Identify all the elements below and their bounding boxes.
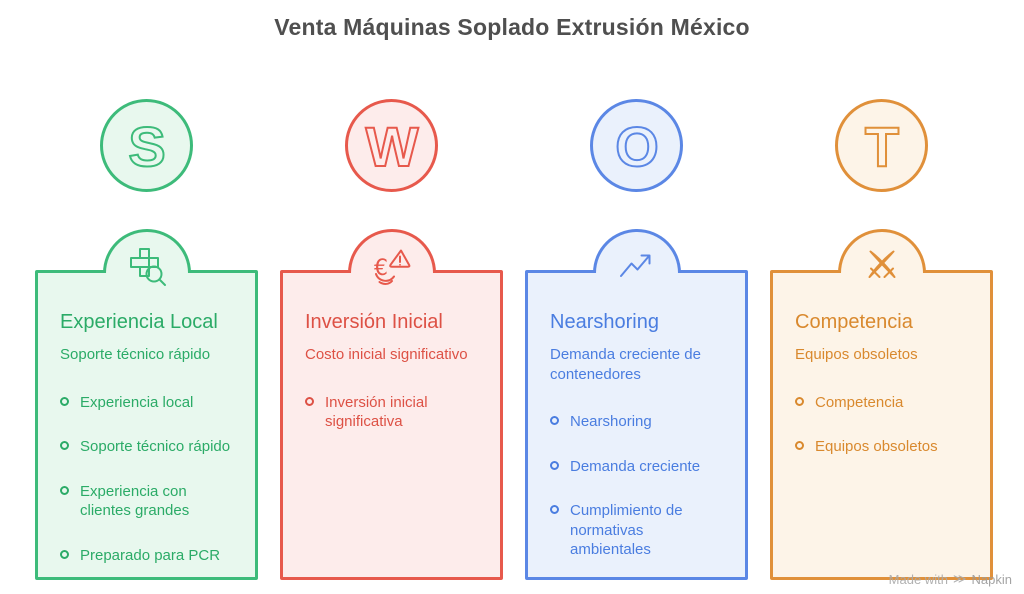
- card-title: Inversión Inicial: [305, 311, 443, 333]
- letter-badge-t: T: [835, 99, 928, 192]
- list-item-text: Cumplimiento de normativas ambientales: [570, 502, 683, 558]
- card-subtitle: Soporte técnico rápido: [60, 346, 211, 363]
- outlined-letter: T: [863, 114, 899, 179]
- card-bump: [592, 229, 681, 277]
- card-bullet-list: Nearshoring Demanda creciente Cumplimien…: [550, 412, 725, 560]
- grid-cross-search-icon: [129, 248, 166, 286]
- crossed-swords-icon: [868, 250, 895, 278]
- letter-badge-s: S: [100, 99, 193, 192]
- card-weaknesses: € Inversión Inicial Costo inicial signif…: [280, 229, 503, 580]
- list-item-text: Equipos obsoletos: [815, 438, 938, 455]
- list-item: Competencia: [795, 393, 970, 413]
- swot-column-opportunities: O Nearshoring Demanda creciente de conte…: [525, 99, 748, 580]
- list-item: Experiencia local: [60, 393, 235, 413]
- list-item: Soporte técnico rápido: [60, 437, 235, 457]
- card-title: Competencia: [795, 311, 913, 333]
- card-bullet-list: Experiencia local Soporte técnico rápido…: [60, 393, 235, 566]
- card-bump: [102, 229, 191, 286]
- card-title: Experiencia Local: [60, 311, 218, 333]
- svg-text:€: €: [374, 256, 388, 281]
- card-subtitle: Equipos obsoletos: [795, 346, 918, 363]
- list-item: Cumplimiento de normativas ambientales: [550, 501, 725, 560]
- list-item-text: Demanda creciente: [570, 457, 701, 475]
- bullet-ring-icon: [550, 416, 559, 425]
- bullet-ring-icon: [60, 441, 69, 450]
- card-bullet-list: Inversión inicial significativa: [305, 393, 480, 432]
- swot-column-weaknesses: W € Inversión Inicial Costo inicial sign…: [280, 99, 503, 580]
- bullet-ring-icon: [550, 505, 559, 514]
- letter-badge-w: W: [345, 99, 438, 192]
- list-item-text: Soporte técnico rápido: [80, 438, 231, 455]
- list-item-text: Inversión inicial significativa: [325, 393, 428, 431]
- list-item-text: Competencia: [815, 393, 904, 411]
- card-threats: Competencia Equipos obsoletos Competenci…: [770, 229, 993, 580]
- bullet-ring-icon: [60, 396, 69, 406]
- outlined-letter: O: [614, 114, 660, 179]
- list-item-text: Nearshoring: [570, 413, 652, 430]
- card-bullet-list: Competencia Equipos obsoletos: [795, 393, 970, 457]
- bullet-ring-icon: [795, 441, 804, 450]
- svg-text:W: W: [365, 115, 418, 178]
- letter-badge-o: O: [590, 99, 683, 192]
- list-item: Nearshoring: [550, 412, 725, 432]
- list-item: Equipos obsoletos: [795, 437, 970, 457]
- list-item-text: Preparado para PCR: [80, 546, 221, 564]
- bullet-ring-icon: [550, 460, 559, 470]
- card-bump: €: [347, 229, 436, 285]
- list-item: Experiencia con clientes grandes: [60, 482, 235, 521]
- watermark-brand: Napkin: [971, 571, 1012, 587]
- list-item-text: Experiencia con clientes grandes: [80, 482, 190, 520]
- card-subtitle: Costo inicial significativo: [305, 346, 468, 363]
- swot-columns: S Experiencia Local Soporte técnico rápi…: [35, 99, 993, 580]
- svg-text:T: T: [864, 115, 898, 178]
- svg-text:O: O: [615, 115, 659, 178]
- card-opportunities: Nearshoring Demanda creciente de contene…: [525, 229, 748, 580]
- outlined-letter: W: [364, 114, 419, 179]
- page-title: Venta Máquinas Soplado Extrusión México: [274, 14, 750, 40]
- list-item: Demanda creciente: [550, 457, 725, 477]
- swot-column-strengths: S Experiencia Local Soporte técnico rápi…: [35, 99, 258, 580]
- bullet-ring-icon: [795, 396, 804, 406]
- euro-warning-icon: €: [374, 249, 410, 285]
- svg-text:S: S: [128, 115, 165, 178]
- trend-up-arrow-icon: [619, 254, 650, 277]
- card-strengths: Experiencia Local Soporte técnico rápido…: [35, 229, 258, 580]
- made-with-napkin-badge: Made with ≫ Napkin: [889, 571, 1012, 587]
- bullet-ring-icon: [60, 549, 69, 559]
- swot-column-threats: T Competencia Equipos obsoletos Competen…: [770, 99, 993, 580]
- napkin-logo-icon: ≫: [952, 571, 967, 586]
- list-item: Inversión inicial significativa: [305, 393, 480, 432]
- card-subtitle: Demanda creciente de contenedores: [550, 346, 701, 383]
- bullet-ring-icon: [305, 396, 314, 406]
- list-item: Preparado para PCR: [60, 546, 235, 566]
- outlined-letter: S: [127, 114, 166, 179]
- card-bump: [837, 229, 926, 278]
- list-item-text: Experiencia local: [80, 393, 194, 411]
- watermark-prefix: Made with: [888, 571, 948, 587]
- bullet-ring-icon: [60, 485, 69, 495]
- card-title: Nearshoring: [550, 311, 659, 333]
